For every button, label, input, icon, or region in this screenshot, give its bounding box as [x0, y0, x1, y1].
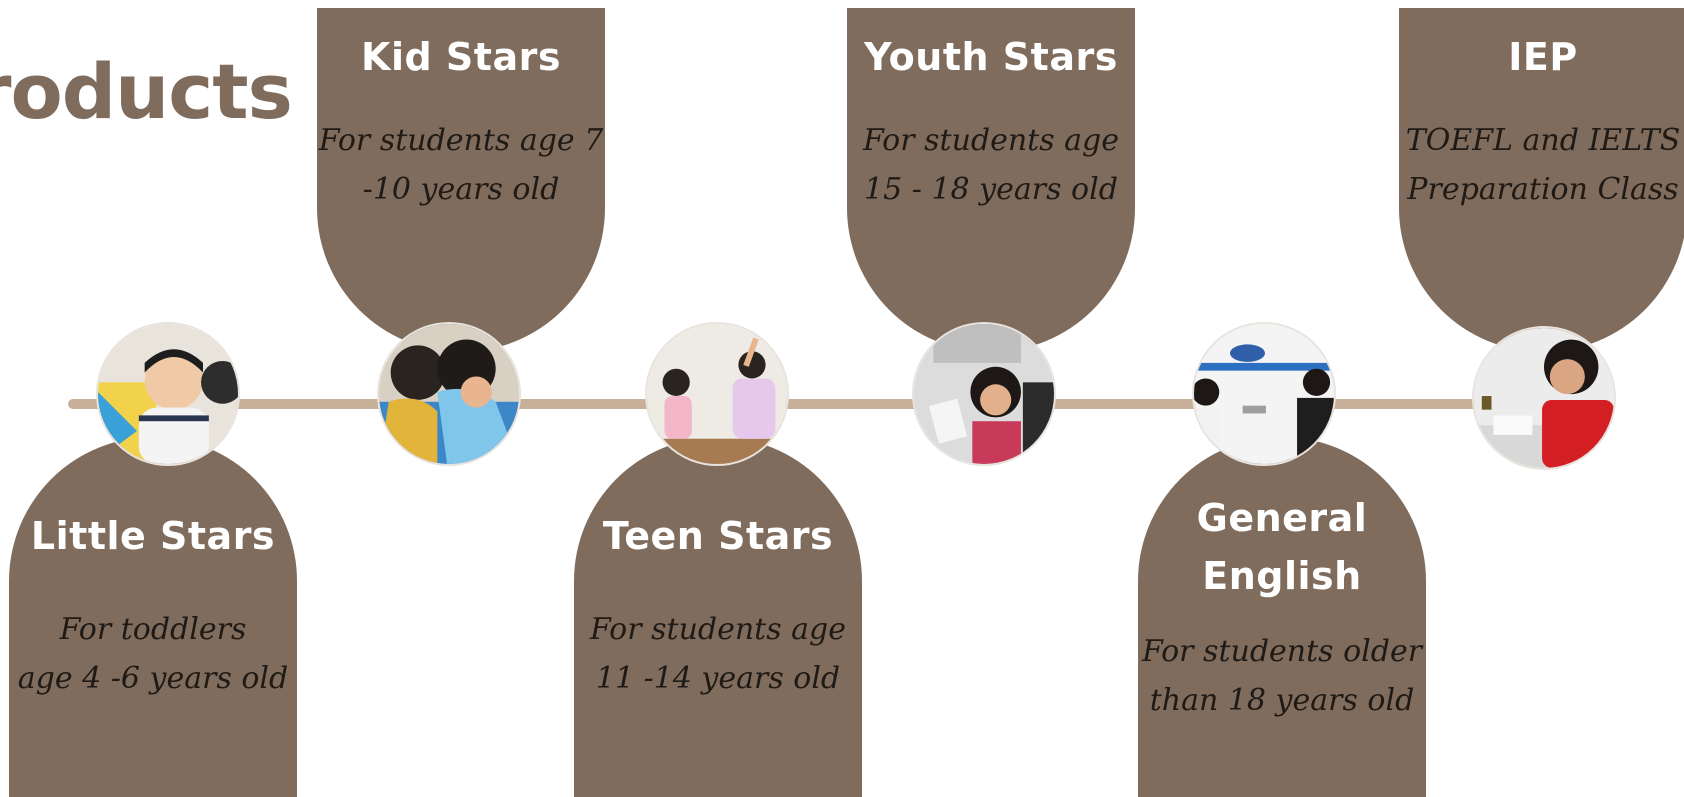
photo-test-prep-image	[1474, 328, 1614, 468]
photo-kids-studying-image	[379, 324, 519, 464]
program-name: Youth Stars	[864, 35, 1118, 79]
photo-general-english	[1192, 322, 1336, 466]
program-name: Teen Stars	[602, 514, 834, 558]
program-name: Little Stars	[30, 514, 276, 558]
program-card-kid-stars[interactable]: Kid Stars For students age 7-10 years ol…	[317, 8, 605, 352]
photo-child-playing-image	[98, 324, 238, 464]
title-main-line: roducts	[0, 47, 293, 136]
photo-iep	[1472, 326, 1616, 470]
program-name: Kid Stars	[361, 35, 561, 79]
photo-youth-stars	[912, 322, 1056, 466]
photo-teen-stars	[645, 322, 789, 466]
photo-little-stars	[96, 322, 240, 466]
title-partial-line: al	[0, 0, 59, 22]
program-description: For students age 7-10 years old	[318, 123, 604, 207]
photo-adult-class-image	[1194, 324, 1334, 464]
photo-student-reading-image	[914, 324, 1054, 464]
photo-class-activity-image	[647, 324, 787, 464]
program-name: IEP	[1508, 35, 1578, 79]
photo-kid-stars	[377, 322, 521, 466]
